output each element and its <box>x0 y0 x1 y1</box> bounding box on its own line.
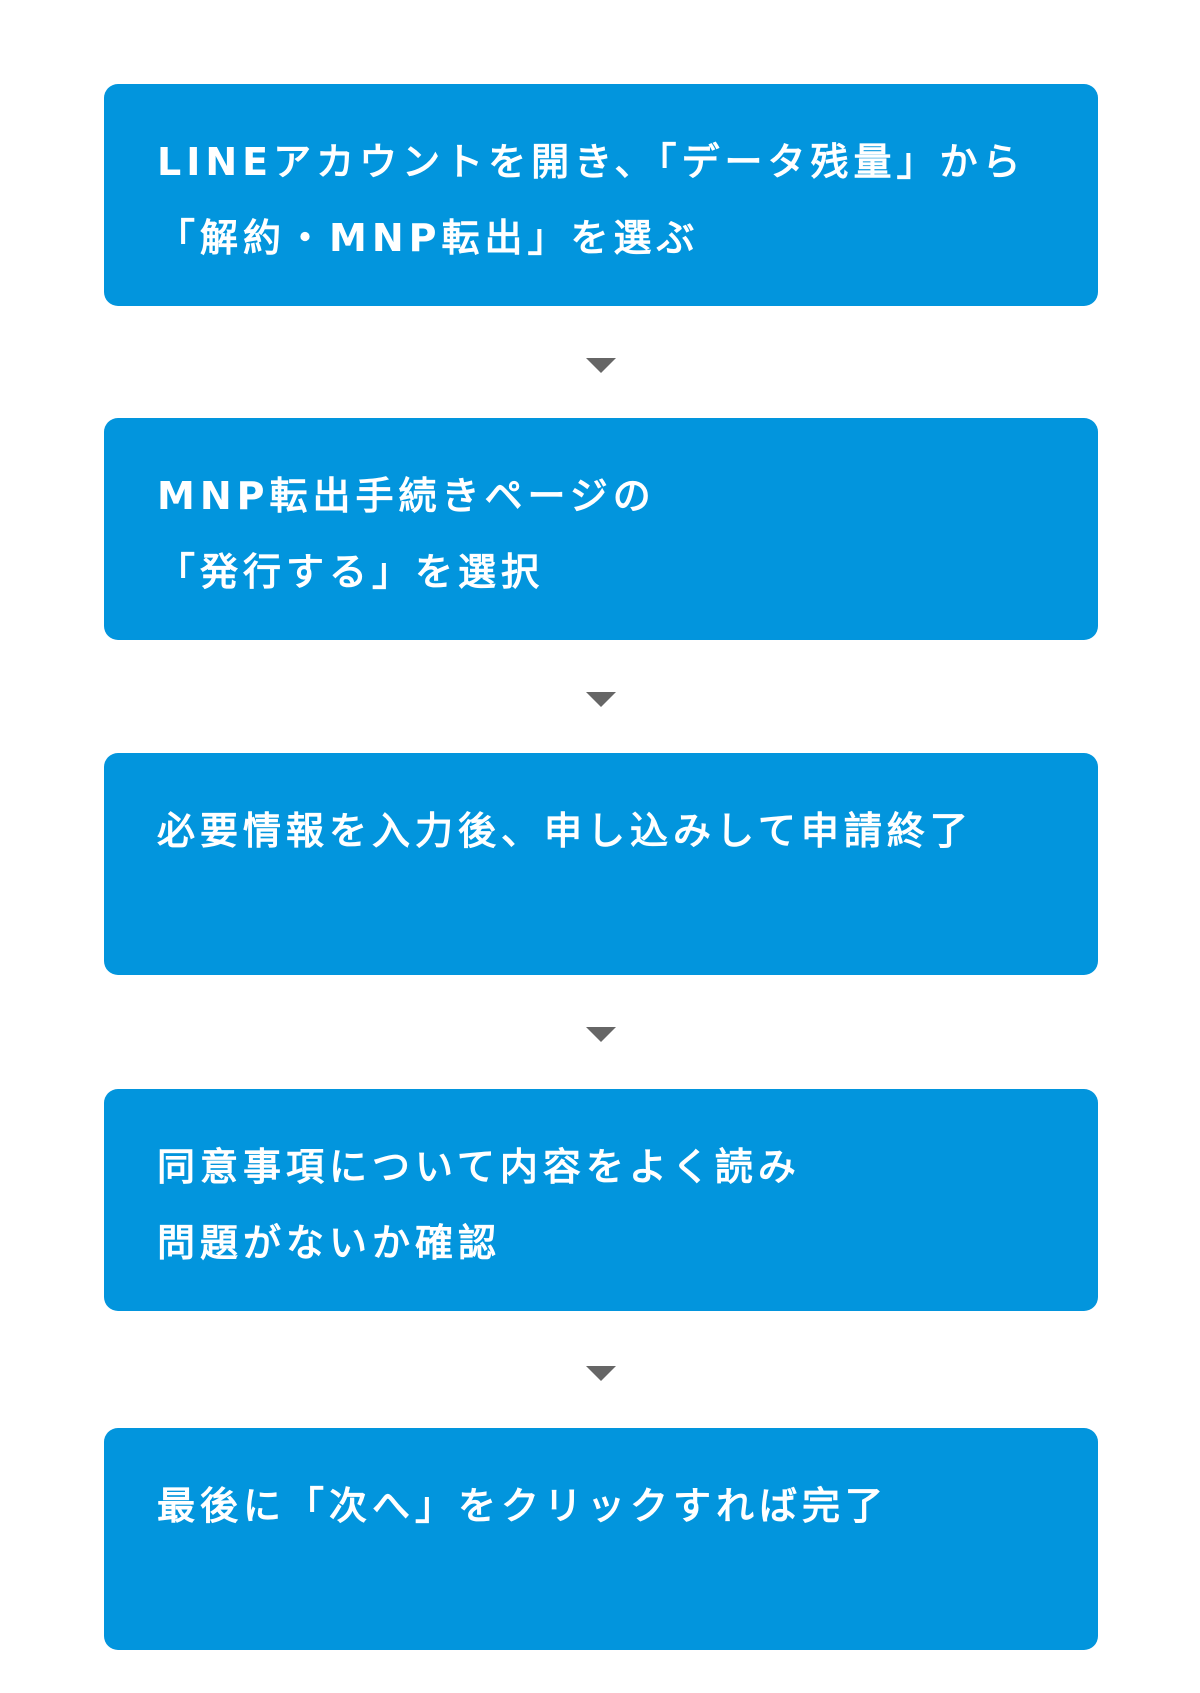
down-arrow-icon <box>586 692 616 707</box>
down-arrow-icon <box>586 358 616 373</box>
flow-step-4: 同意事項について内容をよく読み 問題がないか確認 <box>104 1089 1098 1311</box>
step-4-line-1: 同意事項について内容をよく読み <box>157 1145 801 1189</box>
step-3-line-1: 必要情報を入力後、申し込みして申請終了 <box>157 809 973 853</box>
flow-step-5: 最後に「次へ」をクリックすれば完了 <box>104 1428 1098 1650</box>
flow-step-3: 必要情報を入力後、申し込みして申請終了 <box>104 753 1098 975</box>
step-1-line-1: LINEアカウントを開き、「データ残量」から <box>157 140 1026 184</box>
step-5-line-1: 最後に「次へ」をクリックすれば完了 <box>157 1484 889 1528</box>
step-4-line-2: 問題がないか確認 <box>157 1221 502 1265</box>
down-arrow-icon <box>586 1366 616 1381</box>
flow-step-1: LINEアカウントを開き、「データ残量」から 「解約・MNP転出」を選ぶ <box>104 84 1098 306</box>
step-2-line-2: 「発行する」を選択 <box>157 550 545 594</box>
flow-step-2: MNP転出手続きページの 「発行する」を選択 <box>104 418 1098 640</box>
step-2-line-1: MNP転出手続きページの <box>157 474 656 518</box>
step-1-line-2: 「解約・MNP転出」を選ぶ <box>157 216 700 260</box>
down-arrow-icon <box>586 1027 616 1042</box>
